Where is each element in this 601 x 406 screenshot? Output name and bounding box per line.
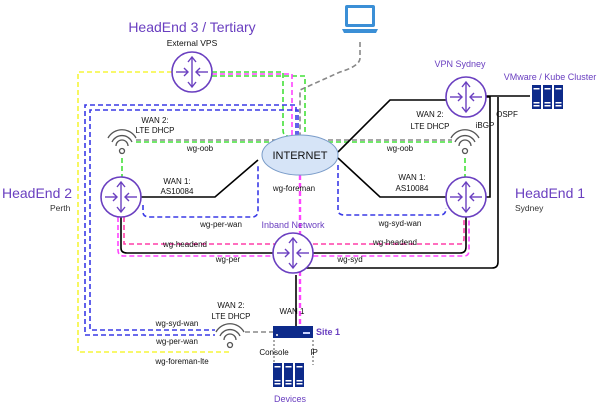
he2-wifi-icon — [107, 129, 137, 155]
headend2-router-icon — [100, 176, 142, 218]
devices-server-icon — [273, 363, 304, 387]
he2-wan1-label: WAN 1: — [163, 177, 190, 186]
ospf-label: OSPF — [496, 110, 518, 119]
devices-title: Devices — [274, 394, 307, 404]
wg-foreman-lte-tunnel — [77, 71, 231, 353]
wg-headend-label-right: wg-headend — [372, 238, 417, 247]
laptop-link — [299, 42, 361, 136]
he1-wan1-label: WAN 1: — [398, 173, 425, 182]
he2-wan1-wire — [141, 159, 259, 198]
he2-wan2-label-2: LTE DHCP — [136, 126, 175, 135]
cluster-title: VMware / Kube Cluster — [504, 72, 597, 82]
wg-per-label: wg-per — [215, 255, 241, 264]
headend1-title: HeadEnd 1 — [515, 185, 585, 201]
wg-foreman-label: wg-foreman — [272, 184, 315, 193]
cluster-server-icon — [532, 85, 563, 109]
vpn-sydney-title: VPN Sydney — [434, 59, 486, 69]
wg-syd-wan-label-top: wg-syd-wan — [378, 219, 422, 228]
wg-foreman-blue-1 — [84, 104, 297, 336]
wg-headend-label-left: wg-headend — [162, 240, 207, 249]
he1-wan2-label: WAN 2: — [416, 110, 443, 119]
inband-he1-wire — [313, 217, 467, 254]
wg-oob-label-left: wg-oob — [186, 144, 214, 153]
wg-syd-wan-tunnel — [337, 165, 447, 216]
site-wan1-label: WAN 1 — [279, 307, 305, 316]
he2-wan2-label: WAN 2: — [141, 116, 168, 125]
headend3-router-icon — [171, 51, 213, 93]
site-wan2-label-2: LTE DHCP — [212, 312, 251, 321]
he1-wan1-label-2: AS10084 — [396, 184, 429, 193]
inband-vpn-wire — [300, 97, 499, 269]
internet-label: INTERNET — [273, 150, 328, 162]
console-label: Console — [259, 348, 289, 357]
ibgp-wire — [486, 96, 491, 198]
site1-title: Site 1 — [316, 327, 340, 337]
headend3-subtitle: External VPS — [167, 38, 218, 48]
wg-per-wan-label-bottom: wg-per-wan — [155, 337, 198, 346]
wg-headend-tunnel — [123, 217, 465, 245]
he2-wan1-label-2: AS10084 — [161, 187, 194, 196]
inband-title: Inband Network — [261, 220, 325, 230]
site-wan2-label: WAN 2: — [217, 301, 244, 310]
wg-oob-green-he3 — [212, 71, 289, 137]
he1-wan2-label-2: LTE DHCP — [411, 122, 450, 131]
site-wifi-icon — [215, 323, 245, 349]
internet-cloud: INTERNET — [261, 134, 339, 176]
inband-router-icon — [272, 232, 314, 274]
wg-syd-wan-label-bottom: wg-syd-wan — [155, 319, 199, 328]
wg-foreman-blue-2 — [89, 109, 299, 331]
vpn-sydney-router-icon — [445, 76, 487, 118]
he1-wifi-icon — [450, 129, 480, 155]
headend1-router-icon — [445, 176, 487, 218]
vpn-wan-wire — [337, 99, 446, 153]
headend2-title: HeadEnd 2 — [2, 185, 72, 201]
wg-oob-label-right: wg-oob — [386, 144, 414, 153]
he2-inband-wire — [120, 217, 273, 254]
site1-appliance-icon — [273, 326, 313, 338]
headend1-subtitle: Sydney — [515, 203, 544, 213]
wg-per-wan-tunnel — [142, 165, 259, 218]
headend2-subtitle: Perth — [50, 203, 71, 213]
wg-per-wan-label-top: wg-per-wan — [199, 220, 242, 229]
laptop-icon — [342, 5, 378, 33]
headend3-title: HeadEnd 3 / Tertiary — [128, 19, 255, 35]
wg-syd-label: wg-syd — [336, 255, 362, 264]
ibgp-label: iBGP — [476, 121, 495, 130]
ip-label: IP — [310, 348, 318, 357]
wg-foreman-lte-label: wg-foreman-lte — [154, 357, 209, 366]
wg-oob-green-he3b — [212, 75, 306, 136]
he1-wan1-wire — [337, 157, 446, 198]
wg-he3-magenta — [212, 73, 293, 136]
